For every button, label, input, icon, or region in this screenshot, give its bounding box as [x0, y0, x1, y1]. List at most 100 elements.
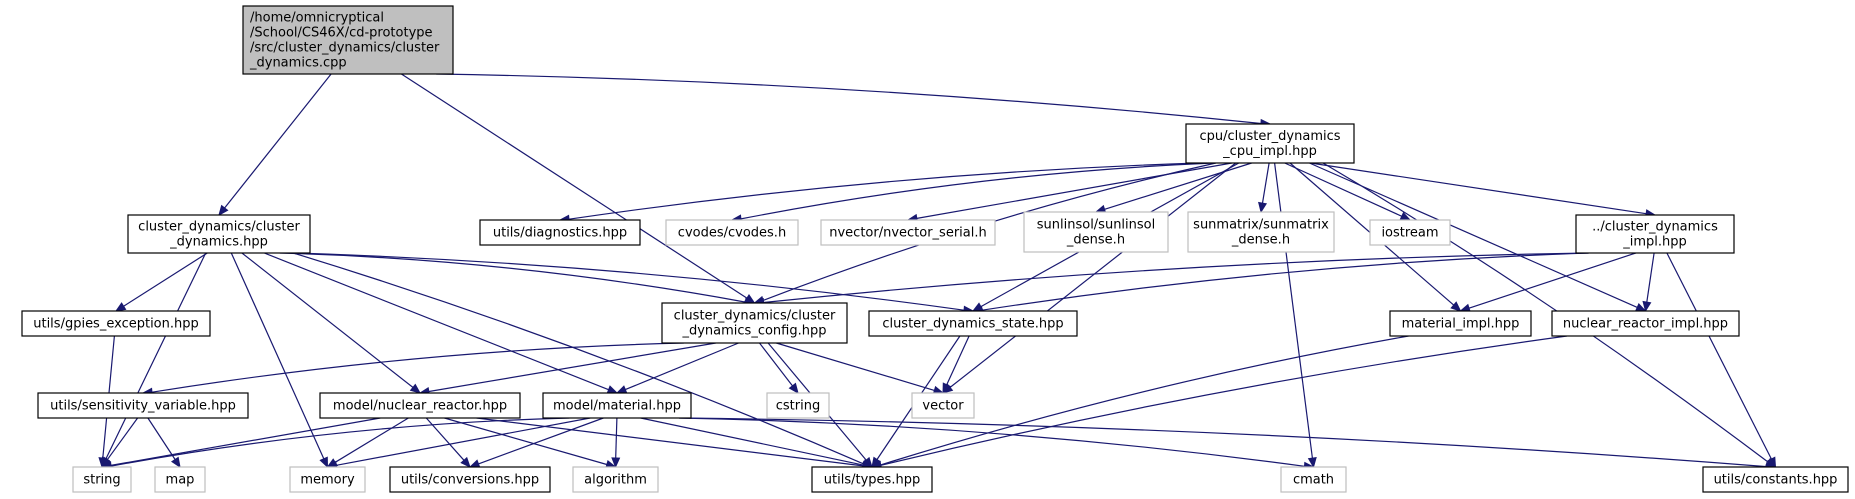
edge-cpu_impl-to-sunmatrix: [1258, 162, 1270, 214]
node-nr-impl[interactable]: nuclear_reactor_impl.hpp: [1551, 310, 1740, 337]
node-box: [154, 466, 206, 493]
file-nodes: /home/omnicryptical/School/CS46X/cd-prot…: [21, 5, 1849, 493]
edge-cpu_impl-to-sunlinsol: [1094, 162, 1252, 214]
node-label-line: /home/omnicryptical: [250, 11, 384, 26]
node-label-line: cluster_dynamics/cluster: [138, 220, 300, 235]
node-mat-impl[interactable]: material_impl.hpp: [1389, 310, 1532, 337]
edge-cd_hpp-to-gpies: [114, 252, 208, 312]
edge-sens-to-string: [101, 417, 139, 469]
node-gpies[interactable]: utils/gpies_exception.hpp: [21, 310, 211, 337]
node-box: [21, 310, 211, 337]
node-vector: vector: [911, 392, 975, 419]
edge-material-to-algorithm: [611, 417, 621, 469]
node-box: [242, 5, 454, 75]
edge-cd_config-to-vector: [776, 342, 945, 395]
node-box: [1575, 214, 1735, 254]
node-types[interactable]: utils/types.hpp: [811, 466, 933, 493]
edge-cd_config-to-material: [615, 342, 739, 394]
node-label-line: utils/gpies_exception.hpp: [33, 317, 199, 332]
edge-cd_config-to-cstring: [759, 342, 799, 395]
edge-cd_impl-to-cd_state: [971, 252, 1589, 315]
edge-root-to-cd_hpp: [218, 73, 332, 217]
node-label-line: string: [83, 473, 120, 488]
node-root[interactable]: /home/omnicryptical/School/CS46X/cd-prot…: [242, 5, 454, 75]
node-constants[interactable]: utils/constants.hpp: [1702, 466, 1849, 493]
node-cd-state[interactable]: cluster_dynamics_state.hpp: [868, 310, 1078, 337]
node-label-line: sunmatrix/sunmatrix: [1193, 218, 1329, 233]
node-box: [37, 392, 249, 419]
node-material[interactable]: model/material.hpp: [542, 392, 692, 419]
node-box: [127, 214, 311, 254]
node-sunmatrix: sunmatrix/sunmatrix_dense.h: [1187, 211, 1335, 253]
node-label-line: _dynamics.hpp: [169, 235, 268, 250]
node-box: [389, 466, 551, 493]
node-label-line: _impl.hpp: [1622, 235, 1687, 250]
edge-cpu_impl-to-cd_impl: [1310, 162, 1657, 219]
node-nuclear[interactable]: model/nuclear_reactor.hpp: [319, 392, 521, 419]
node-label-line: _dynamics_config.hpp: [681, 324, 826, 339]
node-label-line: model/nuclear_reactor.hpp: [333, 399, 507, 414]
node-sunlinsol: sunlinsol/sunlinsol_dense.h: [1023, 211, 1169, 253]
node-label-line: material_impl.hpp: [1402, 317, 1520, 332]
edge-cd_config-to-nuclear: [418, 342, 716, 396]
node-label-line: _dense.h: [1231, 233, 1290, 248]
node-label-line: map: [166, 473, 195, 488]
node-box: [665, 219, 799, 246]
node-label-line: vector: [922, 399, 964, 414]
node-box: [542, 392, 692, 419]
node-cd-config[interactable]: cluster_dynamics/cluster_dynamics_config…: [661, 302, 848, 344]
edge-nuclear-to-conversions: [425, 417, 471, 468]
edge-root-to-cpu_impl: [436, 73, 1272, 129]
node-box: [811, 466, 933, 493]
node-label-line: utils/types.hpp: [824, 473, 920, 488]
edge-cd_hpp-to-string: [101, 252, 207, 469]
node-cmath: cmath: [1280, 466, 1347, 493]
node-label-line: _dynamics.cpp: [249, 56, 347, 71]
node-box: [479, 219, 641, 246]
node-label-line: nvector/nvector_serial.h: [829, 226, 987, 241]
node-cd-impl[interactable]: ../cluster_dynamics_impl.hpp: [1575, 214, 1735, 254]
edge-cd_hpp-to-cd_config: [279, 252, 756, 307]
node-label-line: /School/CS46X/cd-prototype: [250, 26, 433, 41]
edge-cd_hpp-to-memory: [230, 252, 329, 469]
node-label-line: nuclear_reactor_impl.hpp: [1563, 317, 1728, 332]
node-box: [911, 392, 975, 419]
edge-cd_impl-to-nr_impl: [1642, 252, 1655, 313]
edge-cpu_impl-to-vector: [941, 162, 1237, 394]
edge-cd_impl-to-cd_config: [753, 252, 1589, 308]
edge-cpu_impl-to-cmath: [1274, 162, 1317, 469]
edge-material-to-constants: [679, 417, 1777, 472]
node-label-line: cmath: [1293, 473, 1334, 488]
edge-sens-to-map: [147, 417, 181, 469]
node-conversions[interactable]: utils/conversions.hpp: [389, 466, 551, 493]
edge-nuclear-to-algorithm: [444, 417, 617, 469]
node-label-line: utils/sensitivity_variable.hpp: [50, 399, 236, 414]
node-label-line: ../cluster_dynamics: [1592, 220, 1718, 235]
node-box: [766, 392, 830, 419]
node-box: [1023, 211, 1169, 253]
node-cpu-impl[interactable]: cpu/cluster_dynamics_cpu_impl.hpp: [1185, 123, 1355, 164]
node-label-line: sunlinsol/sunlinsol: [1037, 218, 1156, 233]
node-cd-hpp[interactable]: cluster_dynamics/cluster_dynamics.hpp: [127, 214, 311, 254]
node-box: [1702, 466, 1849, 493]
node-label-line: cluster_dynamics_state.hpp: [882, 317, 1063, 332]
node-label-line: cstring: [776, 399, 820, 414]
node-iostream: iostream: [1369, 219, 1451, 246]
node-box: [572, 466, 659, 493]
node-label-line: algorithm: [584, 473, 647, 488]
node-box: [661, 302, 848, 344]
edge-cd_state-to-vector: [942, 335, 970, 395]
node-box: [72, 466, 132, 493]
node-box: [1389, 310, 1532, 337]
node-sens[interactable]: utils/sensitivity_variable.hpp: [37, 392, 249, 419]
node-box: [289, 466, 366, 493]
edge-cd_hpp-to-nuclear: [241, 252, 422, 394]
node-box: [868, 310, 1078, 337]
node-label-line: utils/diagnostics.hpp: [493, 226, 627, 241]
node-box: [1185, 123, 1355, 164]
node-diagnostics[interactable]: utils/diagnostics.hpp: [479, 219, 641, 246]
node-box: [820, 219, 996, 246]
node-box: [1551, 310, 1740, 337]
node-box: [1280, 466, 1347, 493]
